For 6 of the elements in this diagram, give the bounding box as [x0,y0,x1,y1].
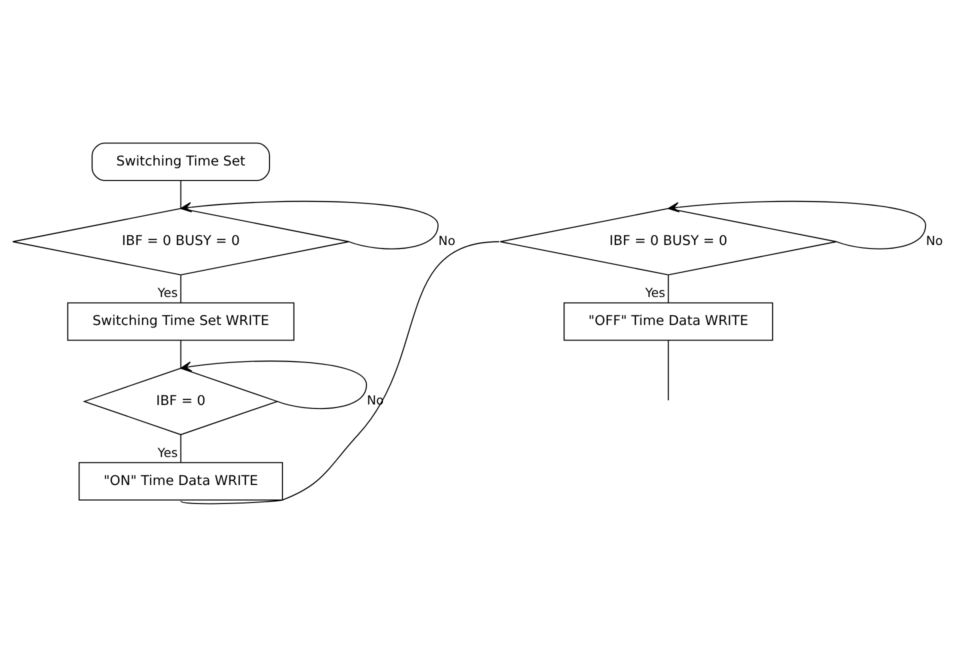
edge-label: No [438,232,456,248]
edge-label: No [926,232,943,248]
edge-label: Yes [158,444,178,460]
edge-label: Yes [158,285,178,300]
edge-label: Yes [645,285,666,300]
edge-label: No [366,392,384,408]
